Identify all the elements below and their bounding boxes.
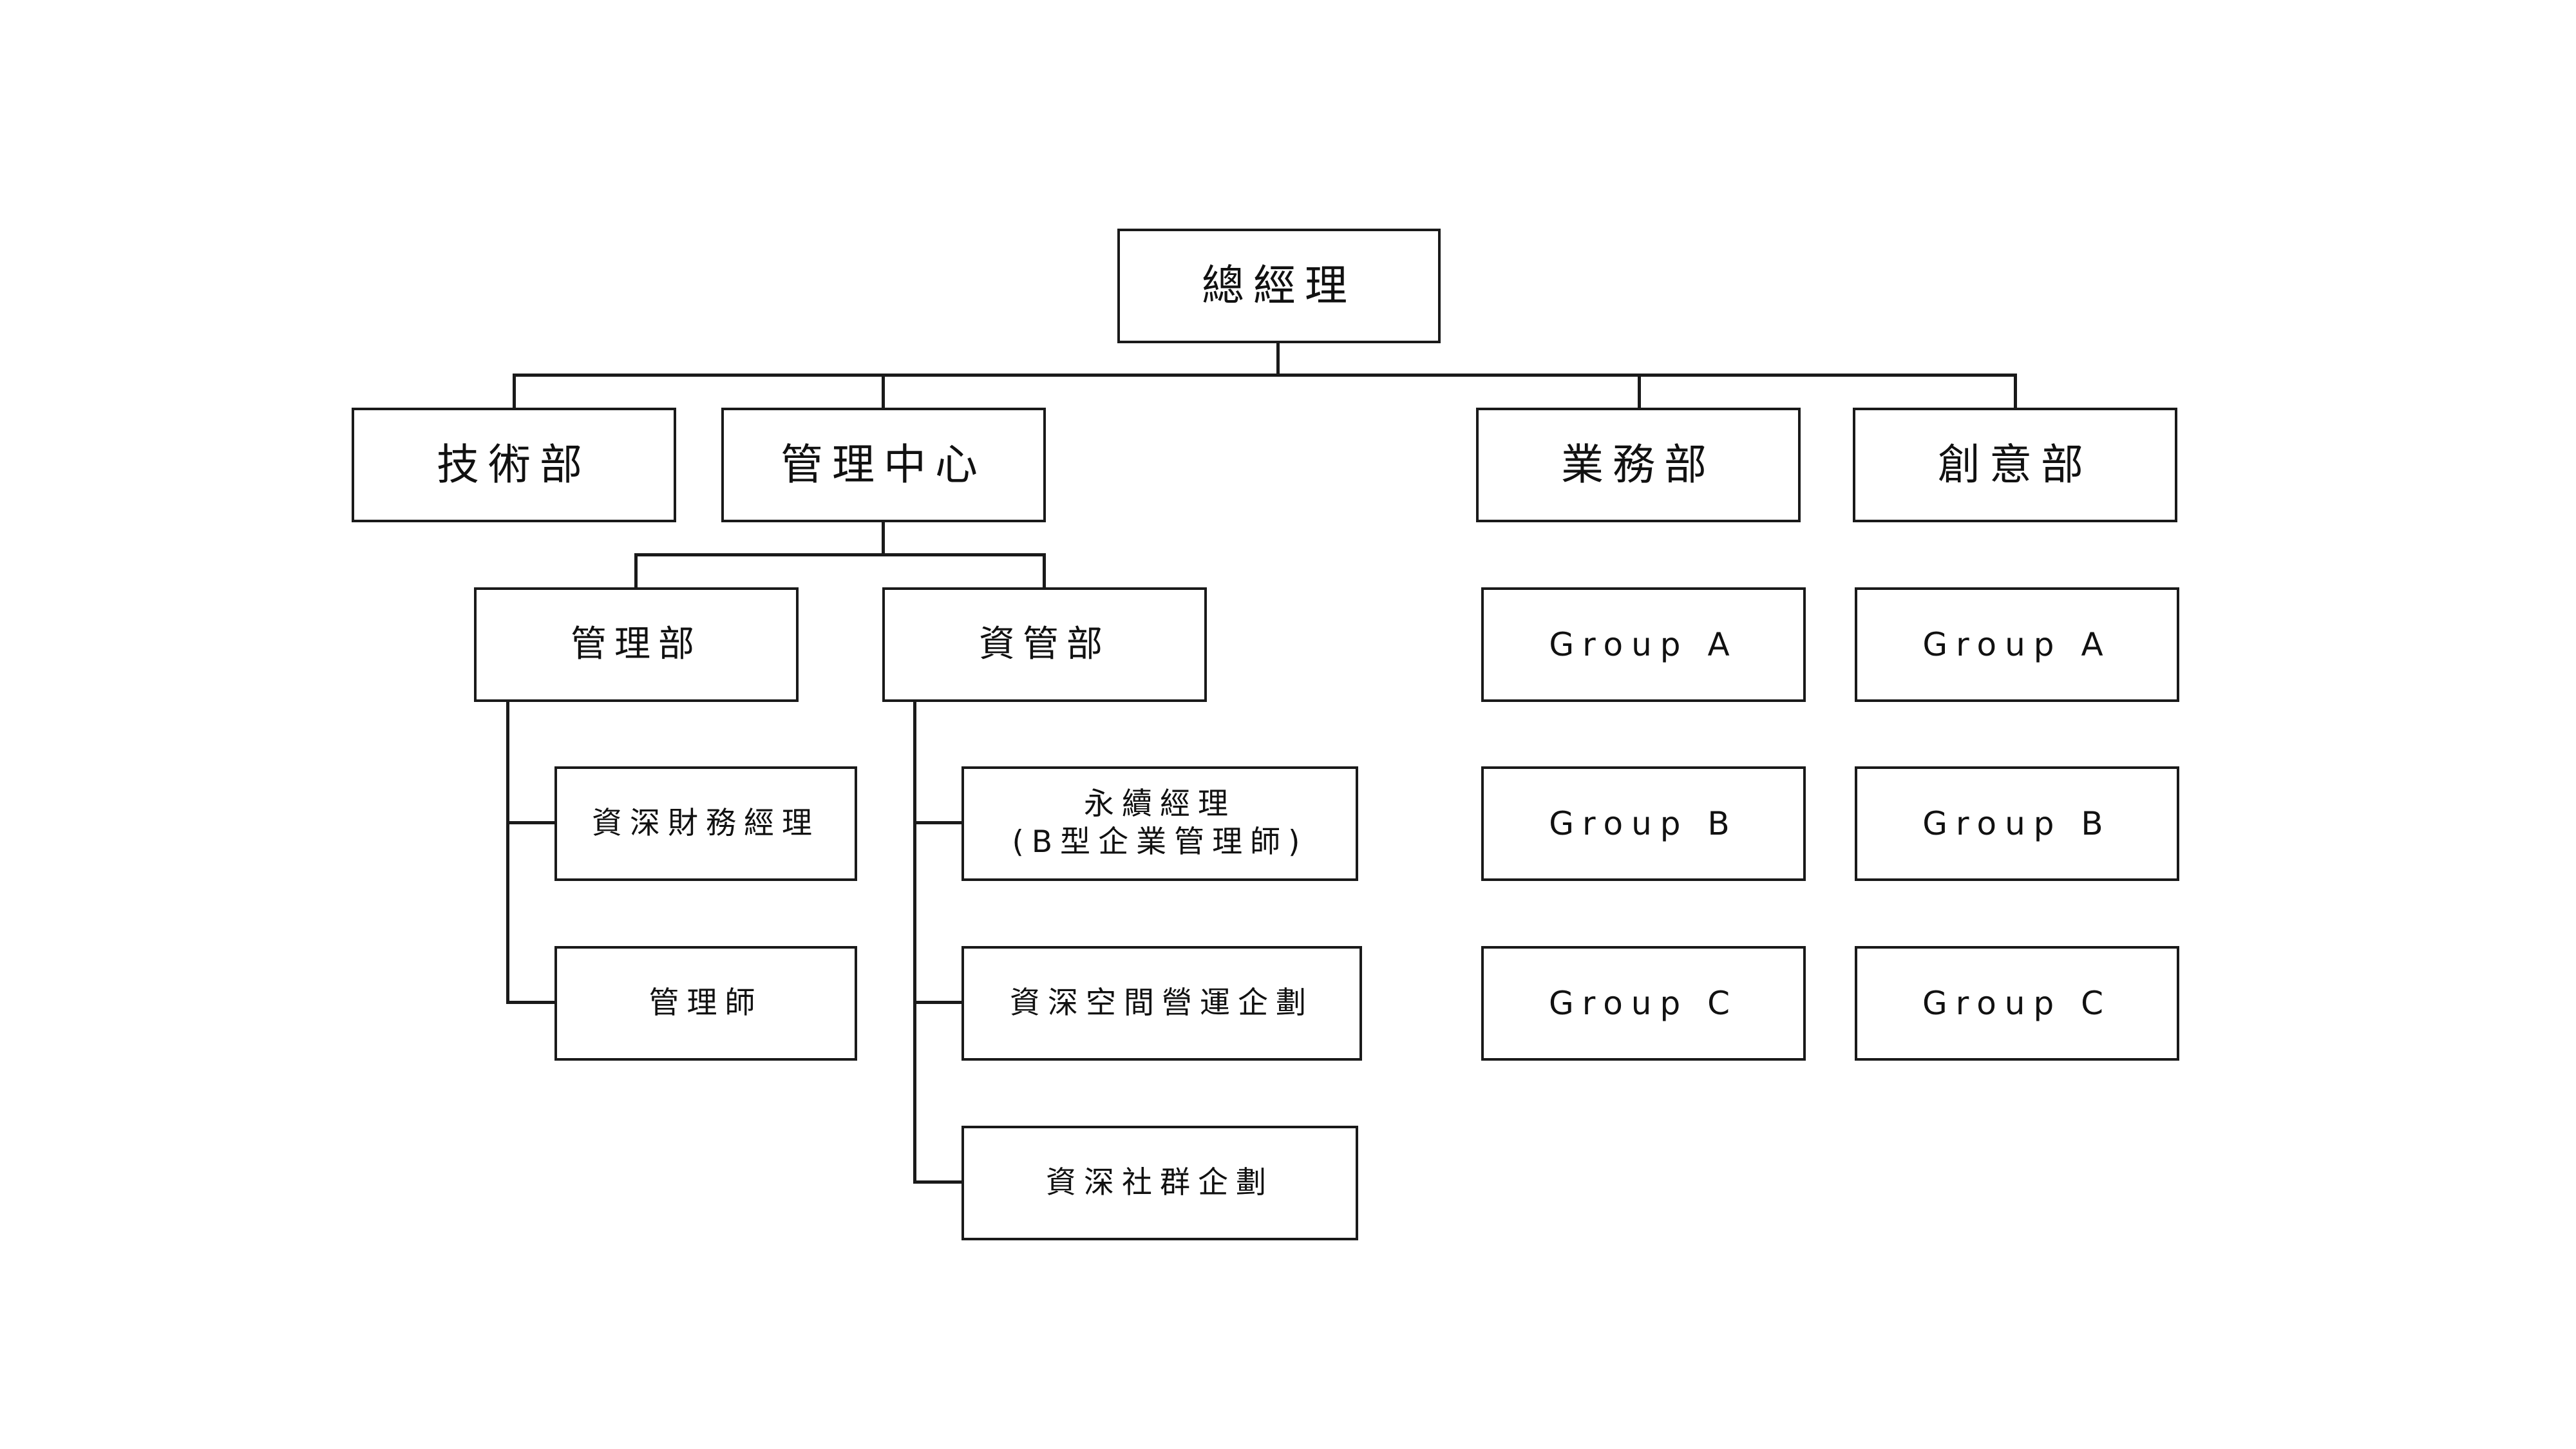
label-dept-tech: 技術部 <box>437 439 591 489</box>
box-dept-tech: 技術部 <box>352 408 676 522</box>
connector-infomgmt-role-2 <box>913 1001 963 1004</box>
connector-admin-role-2 <box>506 1001 556 1004</box>
label-business-group-a: Group A <box>1549 625 1738 663</box>
connector-drop-mgmt-center <box>882 374 885 410</box>
box-role-senior-community-planner: 資深社群企劃 <box>961 1126 1358 1240</box>
label-subdept-infomgmt: 資管部 <box>979 623 1110 665</box>
box-role-sustainability-manager: 永續經理 (B型企業管理師) <box>961 766 1358 881</box>
box-business-group-b: Group B <box>1481 766 1806 881</box>
connector-level1-bus <box>513 374 2017 377</box>
label-creative-group-a: Group A <box>1922 625 2112 663</box>
connector-infomgmt-spine <box>913 700 916 1184</box>
box-role-senior-finance-manager: 資深財務經理 <box>554 766 857 881</box>
connector-admin-role-1 <box>506 821 556 824</box>
label-subdept-admin: 管理部 <box>571 623 702 665</box>
label-creative-group-b: Group B <box>1922 804 2112 842</box>
label-role-administrator: 管理師 <box>649 985 763 1021</box>
connector-infomgmt-role-1 <box>913 821 963 824</box>
connector-root-down <box>1276 343 1280 375</box>
box-subdept-admin: 管理部 <box>474 587 799 702</box>
box-business-group-a: Group A <box>1481 587 1806 702</box>
box-creative-group-b: Group B <box>1855 766 2179 881</box>
box-dept-creative: 創意部 <box>1853 408 2177 522</box>
label-business-group-c: Group C <box>1548 984 1739 1022</box>
connector-drop-business <box>1638 374 1641 410</box>
connector-drop-creative <box>2014 374 2017 410</box>
label-role-senior-community-planner: 資深社群企劃 <box>1046 1164 1274 1200</box>
box-business-group-c: Group C <box>1481 946 1806 1061</box>
label-role-sustainability-manager-line1: 永續經理 <box>1084 786 1236 822</box>
connector-drop-infomgmt-dept <box>1043 553 1046 589</box>
box-role-administrator: 管理師 <box>554 946 857 1061</box>
box-dept-business: 業務部 <box>1476 408 1801 522</box>
label-dept-creative: 創意部 <box>1938 439 2092 489</box>
box-general-manager: 總經理 <box>1117 229 1441 343</box>
box-role-senior-space-ops-planner: 資深空間營運企劃 <box>961 946 1362 1061</box>
label-business-group-b: Group B <box>1549 804 1738 842</box>
label-role-senior-space-ops-planner: 資深空間營運企劃 <box>1010 985 1314 1021</box>
box-creative-group-c: Group C <box>1855 946 2179 1061</box>
label-role-senior-finance-manager: 資深財務經理 <box>592 805 820 841</box>
label-role-sustainability-manager-line2: (B型企業管理師) <box>1012 824 1308 860</box>
label-general-manager: 總經理 <box>1202 260 1356 310</box>
label-dept-mgmt-center: 管理中心 <box>781 439 987 489</box>
label-creative-group-c: Group C <box>1922 984 2112 1022</box>
connector-level2-bus <box>634 553 1046 556</box>
box-subdept-infomgmt: 資管部 <box>882 587 1207 702</box>
connector-drop-tech <box>513 374 516 410</box>
connector-drop-admin-dept <box>634 553 638 589</box>
connector-admin-spine <box>506 700 509 1004</box>
connector-infomgmt-role-3 <box>913 1180 963 1184</box>
connector-mgmt-center-down <box>882 520 885 555</box>
label-dept-business: 業務部 <box>1561 439 1716 489</box>
box-dept-mgmt-center: 管理中心 <box>721 408 1046 522</box>
box-creative-group-a: Group A <box>1855 587 2179 702</box>
